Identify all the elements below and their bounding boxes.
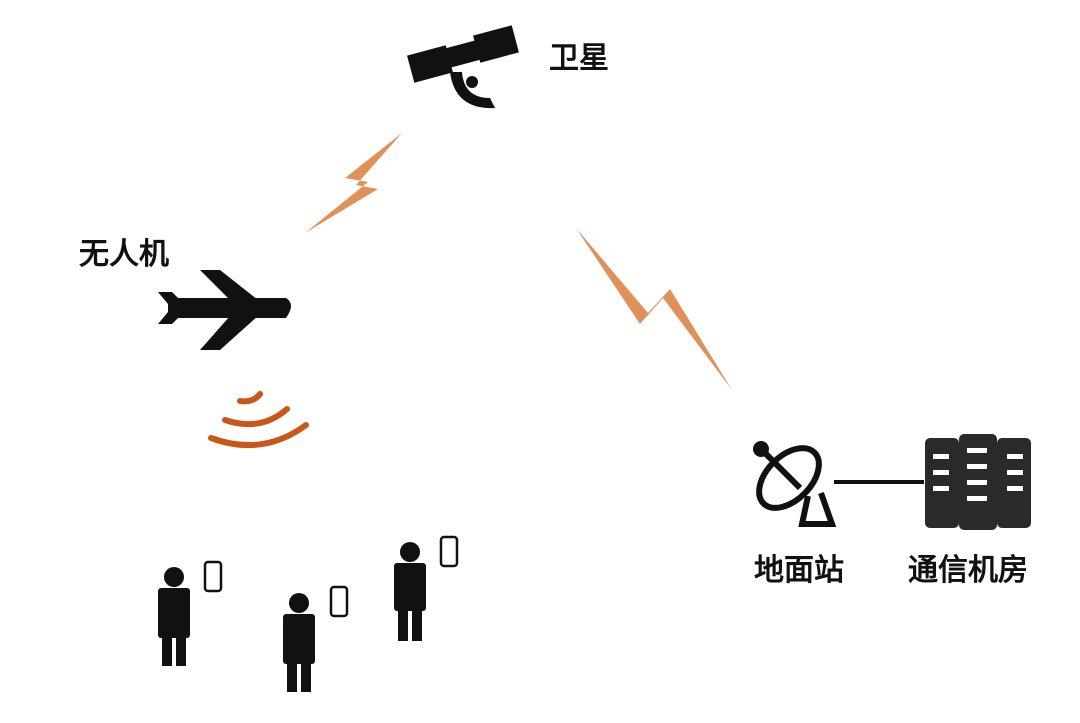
satellite-drone-link-bolt <box>305 133 402 233</box>
satellite-label: 卫星 <box>549 41 609 76</box>
mobile-phone-icon <box>439 535 459 568</box>
person-icon <box>158 567 190 666</box>
airplane-icon <box>158 270 291 350</box>
drone-label: 无人机 <box>79 237 169 272</box>
satellite-dish-icon <box>753 441 837 527</box>
satellite-ground-link-bolt <box>576 228 732 390</box>
wireless-signal-icon <box>208 391 309 449</box>
mobile-phone-icon <box>203 560 223 593</box>
person-icon <box>283 593 315 692</box>
server-rack-icon <box>925 434 1031 530</box>
server-room-label: 通信机房 <box>908 553 1028 588</box>
mobile-phone-icon <box>329 585 349 618</box>
person-icon <box>394 542 426 641</box>
satellite-icon <box>407 25 519 109</box>
ground-station-label: 地面站 <box>754 553 844 588</box>
